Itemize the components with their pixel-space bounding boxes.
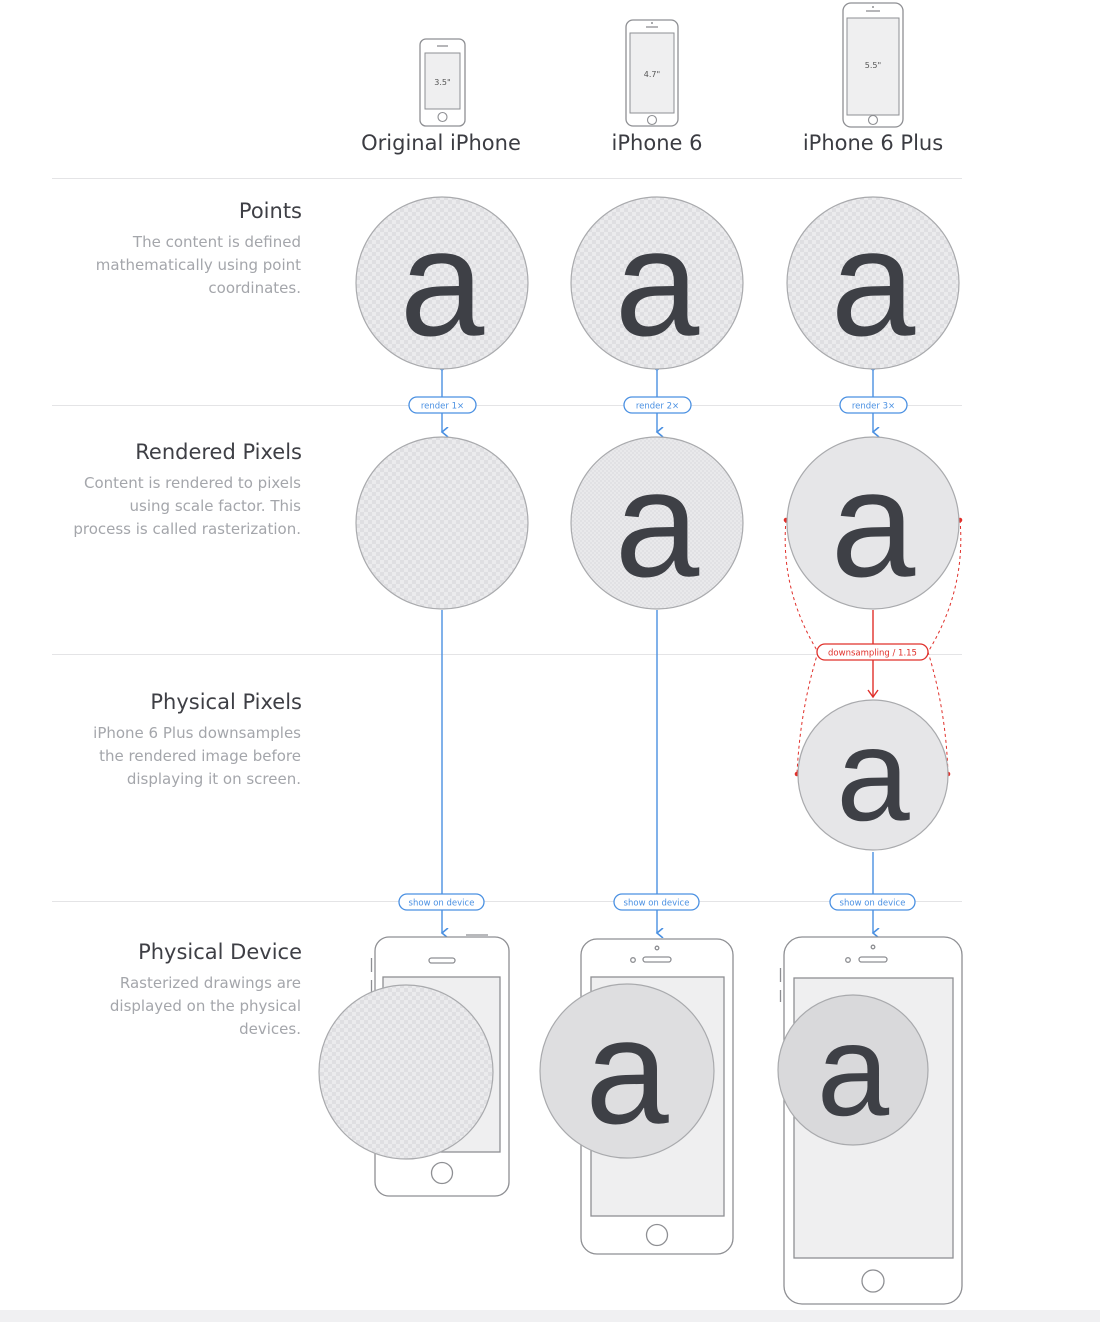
device-circle-1x: a: [318, 984, 494, 1160]
svg-text:4.7": 4.7": [644, 70, 660, 79]
svg-text:a: a: [615, 439, 700, 609]
svg-text:render 2×: render 2×: [636, 402, 679, 412]
rendered-circle-3x: a: [786, 436, 960, 610]
svg-text:a: a: [400, 198, 485, 368]
row-description-physical-pixels: iPhone 6 Plus downsamples the rendered i…: [93, 724, 301, 788]
device-circle-3x: a: [777, 994, 929, 1146]
svg-text:show on device: show on device: [409, 899, 475, 909]
device-label-iphone-6-plus: iPhone 6 Plus: [802, 131, 944, 155]
row-description-points: The content is defined mathematically us…: [95, 233, 301, 297]
iphone-4-7-icon: 4.7": [625, 19, 679, 127]
rendered-circle-2x: a: [570, 436, 744, 610]
svg-text:a: a: [400, 439, 485, 609]
points-circle-1x: a: [355, 196, 529, 370]
show-on-device-pill: show on device: [613, 893, 700, 911]
footer-bar: [0, 1310, 1100, 1322]
show-on-device-pill: show on device: [398, 893, 485, 911]
points-circle-3x: a: [786, 196, 960, 370]
svg-text:render 1×: render 1×: [421, 402, 464, 412]
rendered-circle-1x: a: [355, 436, 529, 610]
physical-pixels-circle: a: [797, 699, 949, 851]
svg-text:show on device: show on device: [840, 899, 906, 909]
iphone-5-5-icon: 5.5": [842, 2, 904, 128]
render-2x-pill: render 2×: [623, 396, 692, 414]
svg-text:downsampling / 1.15: downsampling / 1.15: [828, 649, 917, 659]
row-title-physical-pixels: Physical Pixels: [150, 690, 302, 714]
show-on-device-pill: show on device: [829, 893, 916, 911]
row-description-rendered-pixels: Content is rendered to pixels using scal…: [73, 474, 301, 538]
row-description-physical-device: Rasterized drawings are displayed on the…: [109, 974, 301, 1038]
points-circle-2x: a: [570, 196, 744, 370]
svg-text:a: a: [817, 997, 890, 1143]
svg-text:a: a: [831, 439, 916, 609]
device-label-iphone-6: iPhone 6: [611, 131, 703, 155]
svg-text:a: a: [836, 701, 910, 848]
svg-text:a: a: [585, 987, 669, 1155]
iphone-3-5-icon: 3.5": [419, 38, 466, 127]
row-title-physical-device: Physical Device: [138, 940, 302, 964]
svg-text:5.5": 5.5": [865, 61, 881, 70]
svg-text:a: a: [831, 198, 916, 368]
svg-text:a: a: [615, 198, 700, 368]
render-3x-pill: render 3×: [839, 396, 908, 414]
row-title-points: Points: [238, 199, 302, 223]
render-1x-pill: render 1×: [408, 396, 477, 414]
downsampling-pill: downsampling / 1.15: [816, 643, 929, 661]
device-label-original-iphone: Original iPhone: [361, 131, 521, 155]
svg-text:render 3×: render 3×: [852, 402, 895, 412]
row-title-rendered-pixels: Rendered Pixels: [135, 440, 302, 464]
svg-text:show on device: show on device: [624, 899, 690, 909]
svg-text:3.5": 3.5": [434, 78, 450, 87]
svg-text:a: a: [364, 987, 448, 1155]
device-circle-2x: a: [539, 983, 715, 1159]
row-dividers: [52, 178, 962, 902]
